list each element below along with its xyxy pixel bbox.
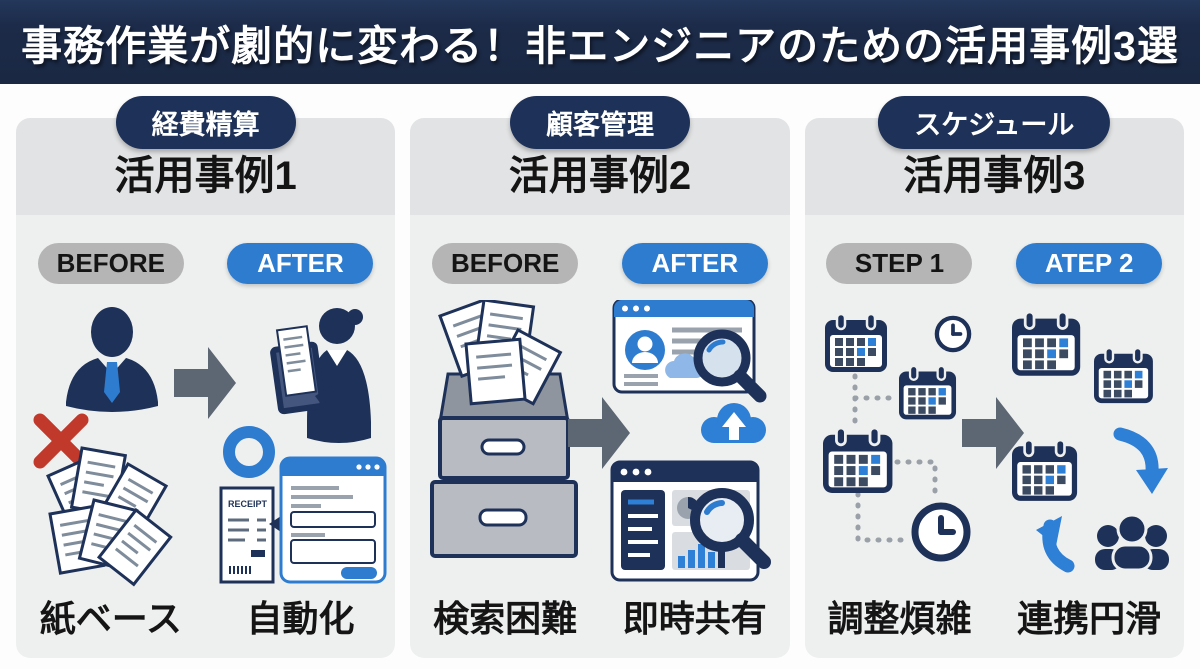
header-banner: 事務作業が劇的に変わる！非エンジニアのための活用事例3選	[0, 0, 1200, 84]
after-badge: AFTER	[621, 243, 768, 284]
calendar-icon	[1010, 310, 1082, 378]
card-crm: 顧客管理 活用事例2 BEFORE AFTER	[410, 96, 790, 658]
right-arrow-icon	[962, 397, 1025, 469]
after-caption: 連携円滑	[1017, 598, 1162, 639]
cloud-upload-icon	[700, 403, 766, 443]
card-expense: 経費精算 活用事例1 BEFORE AFTER	[16, 96, 396, 658]
dashed-connector-lines	[852, 373, 938, 543]
category-badge: スケジュール	[878, 96, 1111, 149]
calendar-icon	[821, 426, 894, 495]
receipt-icon: RECEIPT	[219, 486, 275, 584]
case-title: 活用事例2	[508, 154, 692, 198]
clock-icon	[915, 506, 967, 558]
before-badge: BEFORE	[37, 243, 184, 284]
before-illustration	[33, 307, 173, 586]
before-illustration	[430, 300, 579, 558]
overflowing-file-cabinet-icon	[430, 300, 579, 558]
sync-arrows-icon	[1035, 427, 1168, 573]
after-caption: 自動化	[246, 598, 355, 639]
after-badge: AFTER	[227, 243, 374, 284]
ok-ring-icon	[223, 426, 276, 478]
clock-icon	[937, 318, 969, 350]
woman-scanning-tablet-icon	[270, 308, 372, 443]
case-title: 活用事例1	[114, 154, 297, 198]
before-badge: BEFORE	[432, 243, 579, 284]
team-people-icon	[1094, 513, 1169, 572]
digital-form-icon	[269, 456, 387, 584]
after-illustration	[1010, 310, 1169, 573]
after-illustration: RECEIPT	[219, 308, 387, 584]
calendar-icon	[823, 312, 888, 374]
customer-profile-window-icon	[612, 300, 767, 403]
category-badge: 経費精算	[115, 96, 296, 149]
before-badge: STEP 1	[826, 243, 973, 284]
page-title: 事務作業が劇的に変わる！非エンジニアのための活用事例3選	[21, 23, 1179, 69]
magnifier-icon	[689, 488, 771, 569]
cards-row: 経費精算 活用事例1 BEFORE AFTER	[0, 96, 1200, 658]
before-caption: 検索困難	[433, 598, 578, 639]
right-arrow-icon	[567, 397, 630, 469]
calendar-icon	[897, 364, 957, 421]
red-x-icon	[33, 413, 89, 469]
calendar-icon	[1092, 346, 1155, 405]
after-caption: 即時共有	[622, 598, 767, 639]
right-arrow-icon	[173, 347, 236, 419]
dashboard-window-icon	[610, 460, 771, 582]
after-illustration	[610, 300, 771, 582]
before-illustration	[821, 312, 985, 590]
businessman-icon	[66, 307, 158, 412]
before-caption: 調整煩雑	[827, 598, 972, 639]
case-title: 活用事例3	[903, 154, 1086, 198]
svg-text:RECEIPT: RECEIPT	[228, 499, 268, 509]
receipt-pile-icon	[46, 446, 173, 586]
before-caption: 紙ベース	[39, 598, 182, 639]
after-badge: ATEP 2	[1016, 243, 1163, 284]
magnifier-icon	[693, 329, 767, 403]
card-schedule: スケジュール 活用事例3 STEP 1 ATEP 2	[804, 96, 1184, 658]
category-badge: 顧客管理	[509, 96, 690, 149]
